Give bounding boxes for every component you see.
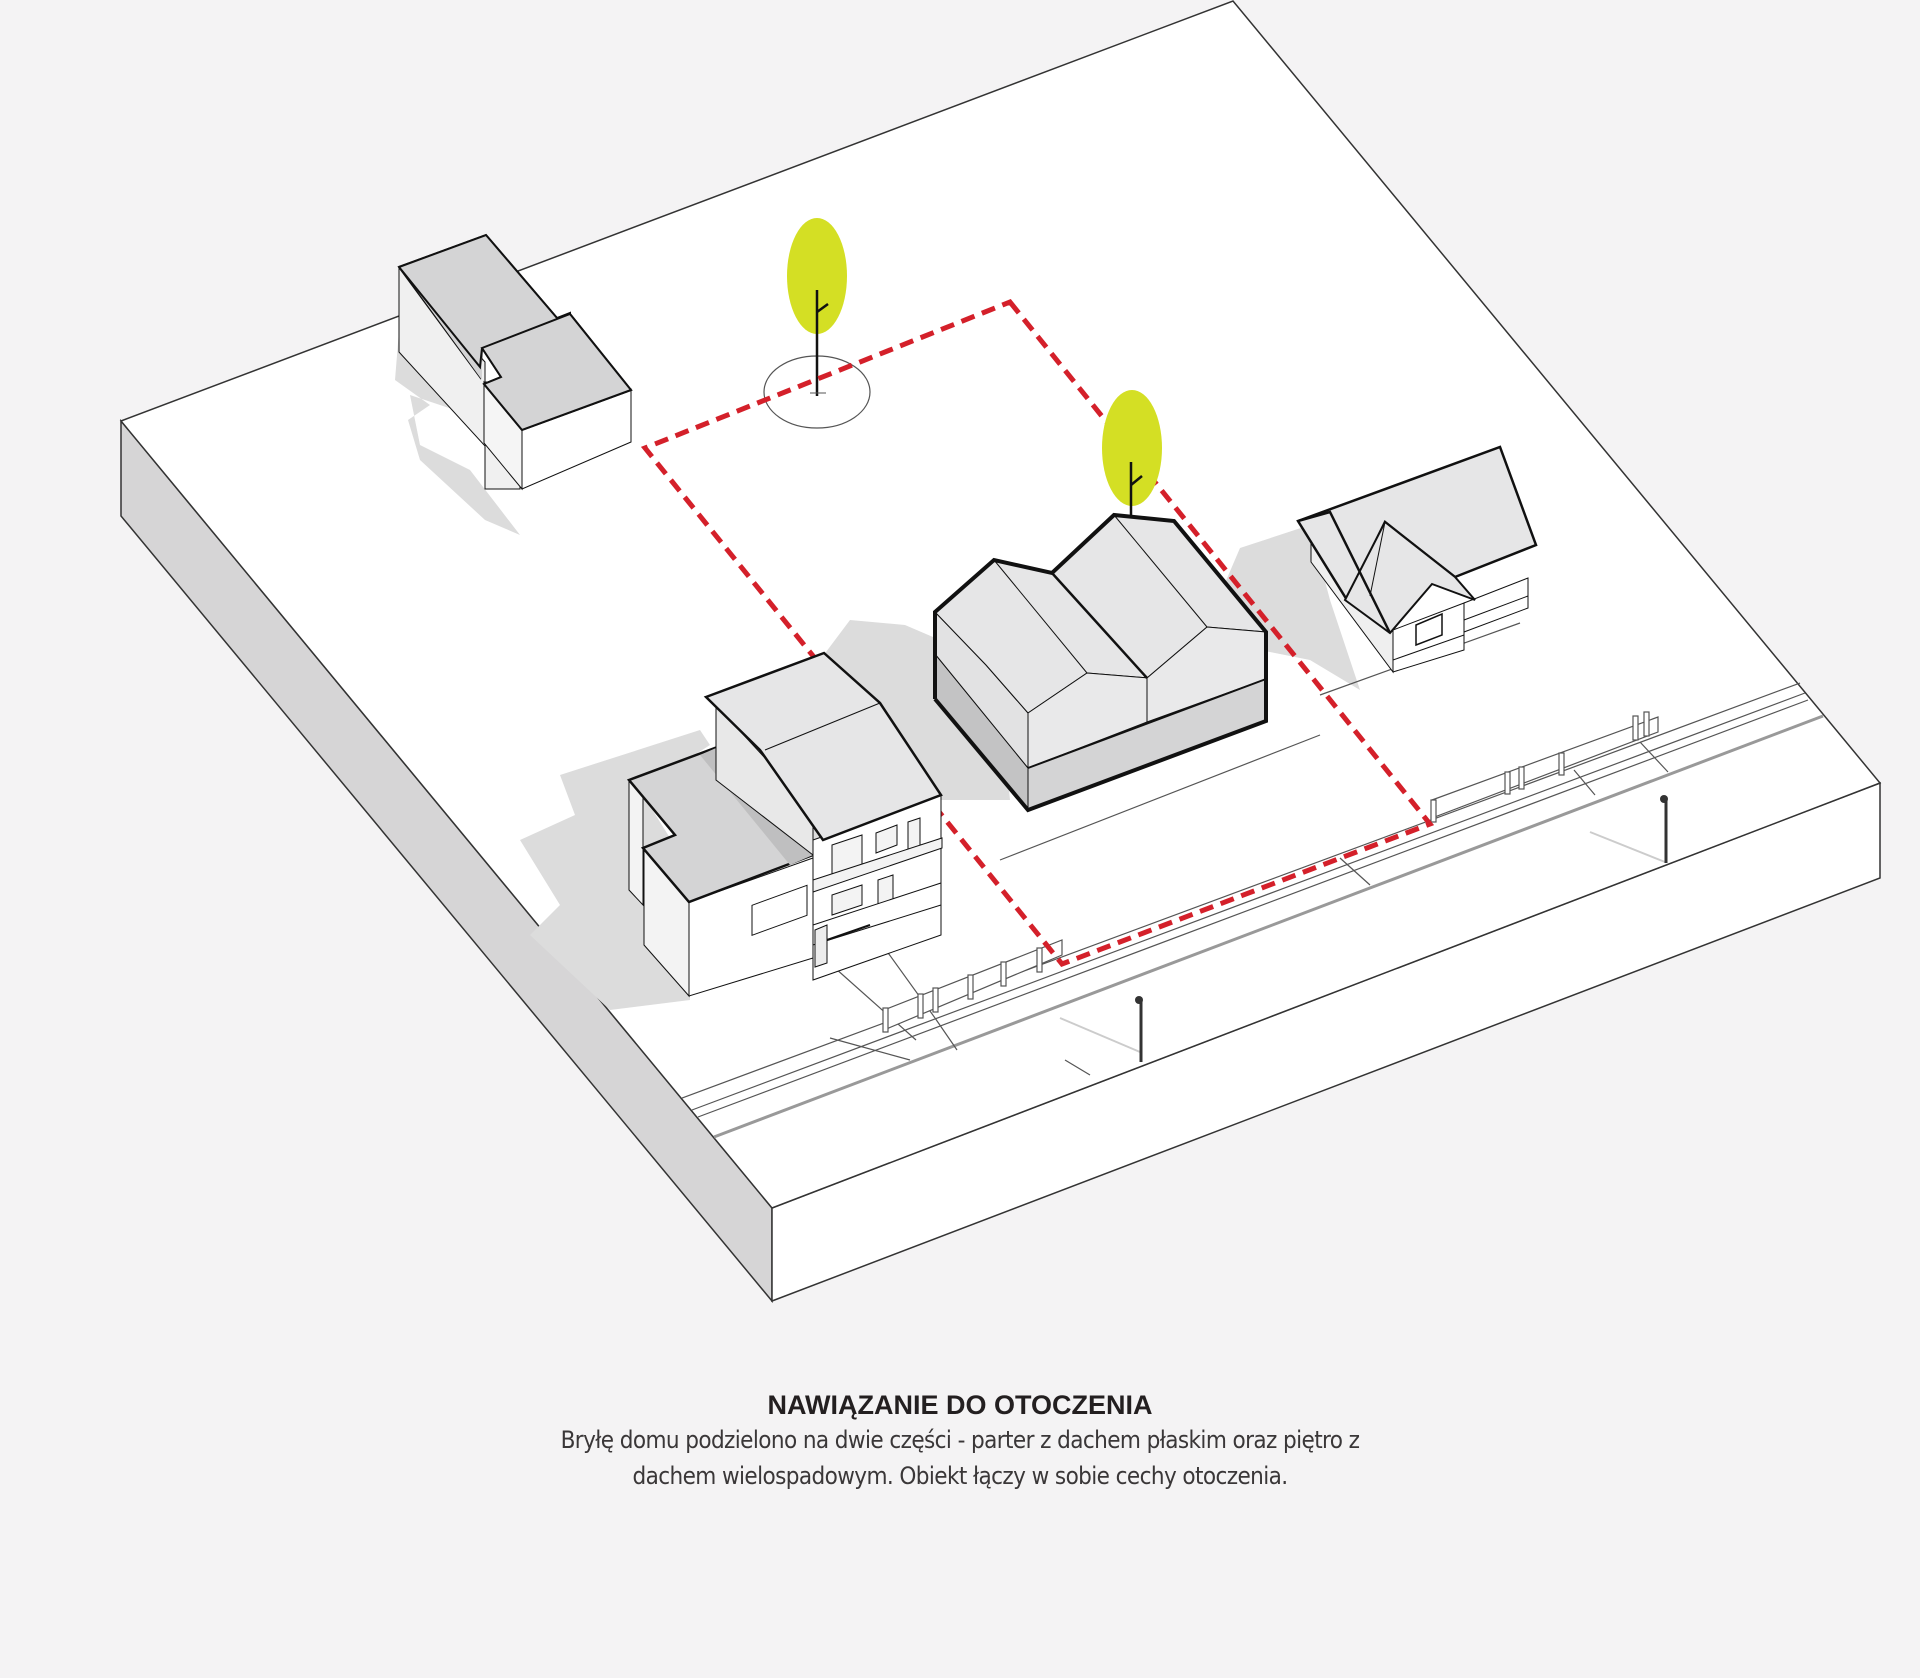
tree-canopy <box>787 218 847 334</box>
fence-right <box>1430 711 1659 823</box>
plot-boundary <box>640 298 1435 967</box>
main-house <box>933 512 1268 813</box>
tree-canopy <box>1102 390 1162 506</box>
caption-title: NAWIĄZANIE DO OTOCZENIA <box>767 1390 1153 1420</box>
neighbor-house-right <box>1296 445 1538 674</box>
caption: NAWIĄZANIE DO OTOCZENIA Bryłę domu podzi… <box>0 1388 1920 1494</box>
fence-left <box>882 939 1063 1033</box>
neighbor-house-left-front <box>626 651 943 998</box>
caption-line-2: dachem wielospadowym. Obiekt łączy w sob… <box>632 1462 1288 1490</box>
street-lamp-2 <box>1589 795 1668 863</box>
tree-1 <box>763 218 871 429</box>
caption-line-1: Bryłę domu podzielono na dwie części - p… <box>560 1426 1360 1454</box>
isometric-site-diagram <box>119 0 1882 1304</box>
neighbor-building-back-left <box>397 233 633 491</box>
caption-body: Bryłę domu podzielono na dwie części - p… <box>0 1422 1920 1494</box>
tree-2 <box>1102 390 1162 516</box>
street-lamp-1 <box>1059 996 1143 1062</box>
